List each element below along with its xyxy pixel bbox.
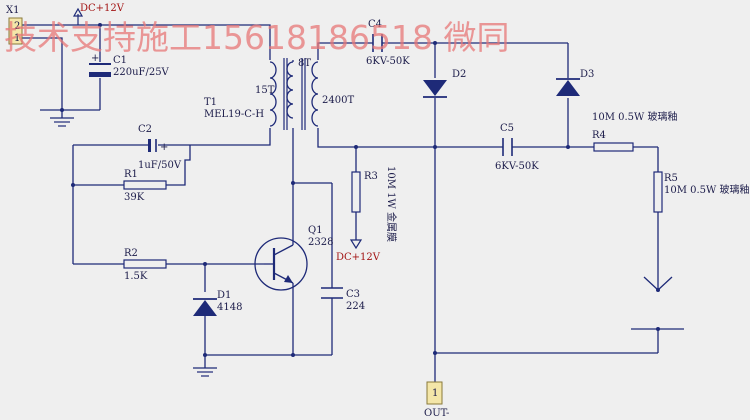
transformer-t1: 15T 8T 2400T T1 MEL19-C-H: [204, 58, 354, 130]
r4-ref: R4: [592, 130, 606, 141]
q1-ref: Q1: [308, 225, 323, 236]
c3-value: 224: [346, 301, 365, 312]
diode-d2: D2: [423, 69, 466, 98]
connector-out: 1 OUT-: [424, 381, 449, 419]
transistor-q1: Q1 2328: [254, 225, 333, 291]
d1-value: 4148: [217, 302, 242, 313]
x1-pin-2: 2: [14, 21, 20, 32]
d1-ref: D1: [217, 290, 231, 301]
diode-d1: D1 4148: [193, 290, 242, 316]
capacitor-c1: + C1 220uF/25V: [89, 53, 170, 78]
r3-value: 10M 1W 金属膜: [385, 166, 398, 242]
svg-text:+: +: [91, 53, 99, 64]
x1-pin-1: 1: [14, 33, 20, 44]
c5-ref: C5: [500, 123, 514, 134]
junction-dots: [60, 23, 660, 357]
supply-symbol-top: DC+12V: [72, 3, 125, 25]
d3-ref: D3: [580, 69, 594, 80]
capacitor-c3: C3 224: [321, 287, 365, 312]
out-pin: 1: [432, 388, 438, 399]
supply-label-top: DC+12V: [80, 3, 125, 14]
r2-ref: R2: [124, 248, 138, 259]
ground-symbol-left: [50, 117, 74, 127]
capacitor-c5: C5 6KV-50K: [495, 123, 539, 172]
x1-ref: X1: [6, 5, 19, 16]
t1-secondary-turns: 2400T: [322, 95, 354, 106]
t1-feedback-turns: 8T: [298, 58, 311, 69]
r4-value: 10M 0.5W 玻璃釉: [592, 110, 678, 123]
c4-ref: C4: [368, 19, 382, 30]
watermark-text: 技术支持施工15618186518 微同: [4, 18, 509, 57]
ground-symbol-bottom: [193, 367, 217, 377]
c5-value: 6KV-50K: [495, 161, 539, 172]
r1-value: 39K: [124, 192, 145, 203]
c2-value: 1uF/50V: [138, 160, 182, 171]
out-label: OUT-: [424, 408, 449, 419]
c1-ref: C1: [113, 55, 127, 66]
resistor-r4: 10M 0.5W 玻璃釉 R4: [592, 110, 678, 152]
capacitor-c4: C4 6KV-50K: [366, 19, 410, 67]
diode-d3: D3: [556, 69, 594, 96]
resistor-r2: R2 1.5K: [123, 248, 167, 282]
connector-x1: 2 1 X1: [6, 5, 23, 45]
r3-ref: R3: [364, 171, 378, 182]
r5-value: 10M 0.5W 玻璃釉: [664, 183, 750, 196]
t1-part: MEL19-C-H: [204, 109, 264, 120]
d2-ref: D2: [452, 69, 466, 80]
t1-ref: T1: [204, 97, 217, 108]
r2-value: 1.5K: [124, 271, 148, 282]
capacitor-c2: + C2 1uF/50V: [138, 124, 182, 171]
c2-ref: C2: [138, 124, 152, 135]
r1-ref: R1: [124, 169, 138, 180]
q1-value: 2328: [308, 237, 333, 248]
c3-ref: C3: [346, 289, 360, 300]
c1-value: 220uF/25V: [113, 67, 170, 78]
svg-text:+: +: [160, 142, 168, 153]
t1-primary-turns: 15T: [255, 85, 275, 96]
c4-value: 6KV-50K: [366, 56, 410, 67]
resistor-r1: R1 39K: [123, 169, 167, 203]
supply-label-r3: DC+12V: [336, 252, 381, 263]
resistor-r5: R5 10M 0.5W 玻璃釉: [653, 171, 750, 213]
r5-ref: R5: [664, 173, 678, 184]
resistor-r3: R3 10M 1W 金属膜 DC+12V: [336, 166, 398, 263]
